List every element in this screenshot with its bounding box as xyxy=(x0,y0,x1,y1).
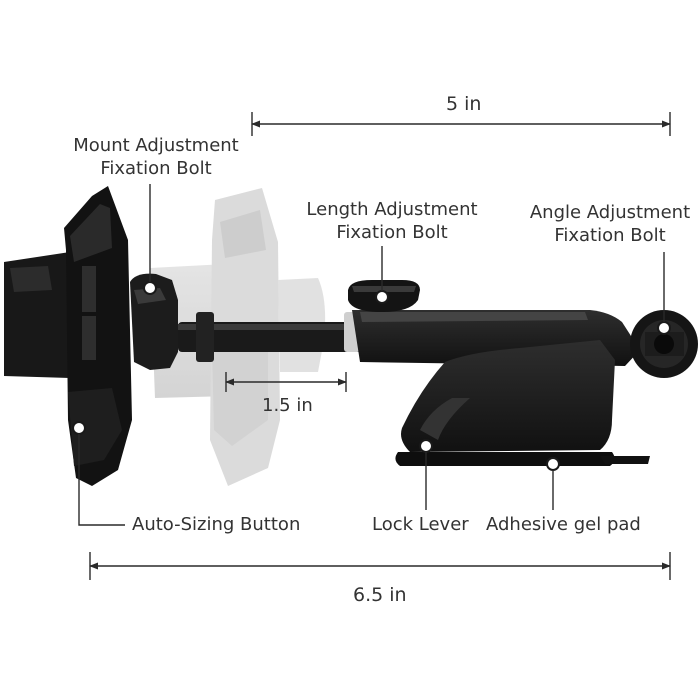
marker-mount-bolt xyxy=(143,281,157,295)
angle-joint xyxy=(630,310,698,378)
callout-angle-bolt-line2: Fixation Bolt xyxy=(554,225,666,246)
marker-length-bolt xyxy=(375,290,389,304)
callout-auto-sizing: Auto-Sizing Button xyxy=(132,514,301,535)
marker-angle-bolt xyxy=(657,321,671,335)
suction-base xyxy=(395,340,650,466)
callout-length-bolt-line1: Length Adjustment xyxy=(306,199,478,220)
callout-angle-bolt: Angle Adjustment Fixation Bolt xyxy=(520,201,700,247)
leader-auto-sizing xyxy=(78,434,125,526)
marker-auto-sizing xyxy=(72,421,86,435)
callout-gel-pad: Adhesive gel pad xyxy=(486,514,641,535)
callout-angle-bolt-line1: Angle Adjustment xyxy=(529,202,691,223)
callout-length-bolt: Length Adjustment Fixation Bolt xyxy=(294,198,490,244)
dim-label-5in: 5 in xyxy=(446,93,482,115)
callout-mount-bolt-line1: Mount Adjustment xyxy=(73,135,239,156)
leader-lines xyxy=(78,184,665,526)
callout-lock-lever: Lock Lever xyxy=(372,514,469,535)
callout-mount-bolt-line2: Fixation Bolt xyxy=(100,158,212,179)
dim-label-6-5in: 6.5 in xyxy=(353,584,407,606)
marker-gel-pad xyxy=(546,457,560,471)
main-cradle xyxy=(4,186,178,486)
dim-label-1-5in: 1.5 in xyxy=(262,395,313,416)
callout-mount-bolt: Mount Adjustment Fixation Bolt xyxy=(58,134,254,180)
dimension-lines xyxy=(89,112,671,580)
marker-lock-lever xyxy=(419,439,433,453)
callout-length-bolt-line2: Fixation Bolt xyxy=(336,222,448,243)
